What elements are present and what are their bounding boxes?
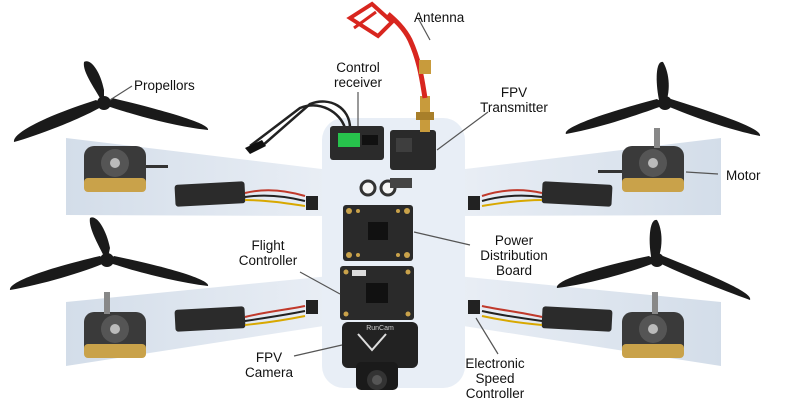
- motor-top-right: [598, 128, 684, 192]
- fpv-transmitter: [390, 96, 436, 170]
- leader-antenna: [417, 17, 431, 41]
- flight-controller: [340, 266, 414, 320]
- label-propellors: Propellors: [134, 78, 195, 93]
- leader-fpv-transmitter: [436, 111, 489, 151]
- fpv-camera: [342, 322, 418, 390]
- esc-bottom-right: [468, 300, 613, 332]
- leader-fpv-camera: [293, 344, 343, 357]
- motor-top-left: [84, 146, 168, 192]
- camera-brand-marking: RunCam: [366, 325, 394, 332]
- label-flight-controller: Flight Controller: [238, 238, 298, 268]
- label-fpv-transmitter: FPV Transmitter: [480, 85, 548, 115]
- label-antenna: Antenna: [414, 10, 465, 25]
- leader-esc: [475, 317, 499, 355]
- capacitor: [359, 179, 377, 197]
- control-receiver: [245, 100, 384, 160]
- frame-connector: [390, 178, 412, 188]
- fpv-antenna: [346, 1, 431, 99]
- motor-bottom-left: [84, 292, 146, 358]
- propeller-bottom-right: [556, 219, 751, 300]
- leader-flight-controller: [299, 271, 341, 295]
- leader-motor: [685, 171, 719, 175]
- motor-bottom-right: [622, 292, 684, 358]
- label-fpv-camera: FPV Camera: [244, 350, 293, 380]
- leader-propellors: [109, 85, 133, 101]
- label-motor: Motor: [726, 168, 761, 183]
- label-electronic-speed-controller: Electronic Speed Controller: [465, 356, 525, 401]
- esc-top-left: [174, 181, 318, 210]
- esc-bottom-left: [174, 300, 318, 332]
- leader-power-distribution-board: [413, 231, 471, 246]
- esc-top-right: [468, 181, 613, 210]
- label-control-receiver: Control receiver: [333, 60, 382, 90]
- label-power-distribution-board: Power Distribution Board: [480, 233, 548, 278]
- propeller-bottom-left: [9, 217, 209, 290]
- propeller-top-left: [13, 61, 209, 142]
- power-distribution-board: [343, 205, 413, 261]
- propeller-top-right: [565, 61, 761, 136]
